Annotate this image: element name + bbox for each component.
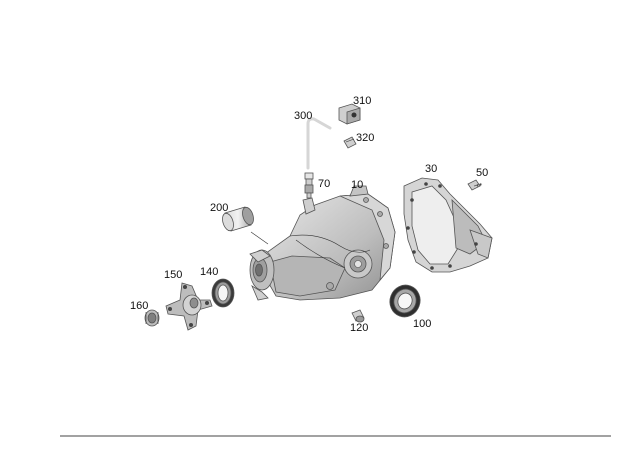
part-30-rear-cover[interactable]: [403, 177, 493, 273]
callout-160: 160: [130, 300, 148, 312]
callout-50: 50: [476, 167, 488, 179]
callout-150: 150: [164, 269, 182, 281]
part-10-differential-housing[interactable]: [249, 185, 396, 301]
part-120-plug[interactable]: [351, 309, 365, 323]
callout-10: 10: [351, 179, 363, 191]
part-160-collar-nut[interactable]: [144, 309, 160, 327]
part-200-sleeve[interactable]: [220, 206, 269, 245]
part-100-shaft-seal[interactable]: [385, 281, 424, 321]
callout-30: 30: [425, 163, 437, 175]
callout-200: 200: [210, 202, 228, 214]
callout-70: 70: [318, 178, 330, 190]
callout-320: 320: [356, 132, 374, 144]
part-310-clip[interactable]: [338, 103, 361, 125]
part-140-shaft-seal[interactable]: [211, 278, 235, 308]
part-50-bolt[interactable]: [467, 179, 483, 191]
callout-310: 310: [353, 95, 371, 107]
part-320-pin[interactable]: [343, 136, 357, 149]
callout-100: 100: [413, 318, 431, 330]
callout-120: 120: [350, 322, 368, 334]
part-70-breather-valve[interactable]: [304, 172, 314, 199]
callout-300: 300: [294, 110, 312, 122]
part-300-breather-tube[interactable]: [306, 117, 332, 170]
callout-140: 140: [200, 266, 218, 278]
part-150-drive-flange[interactable]: [165, 282, 213, 331]
